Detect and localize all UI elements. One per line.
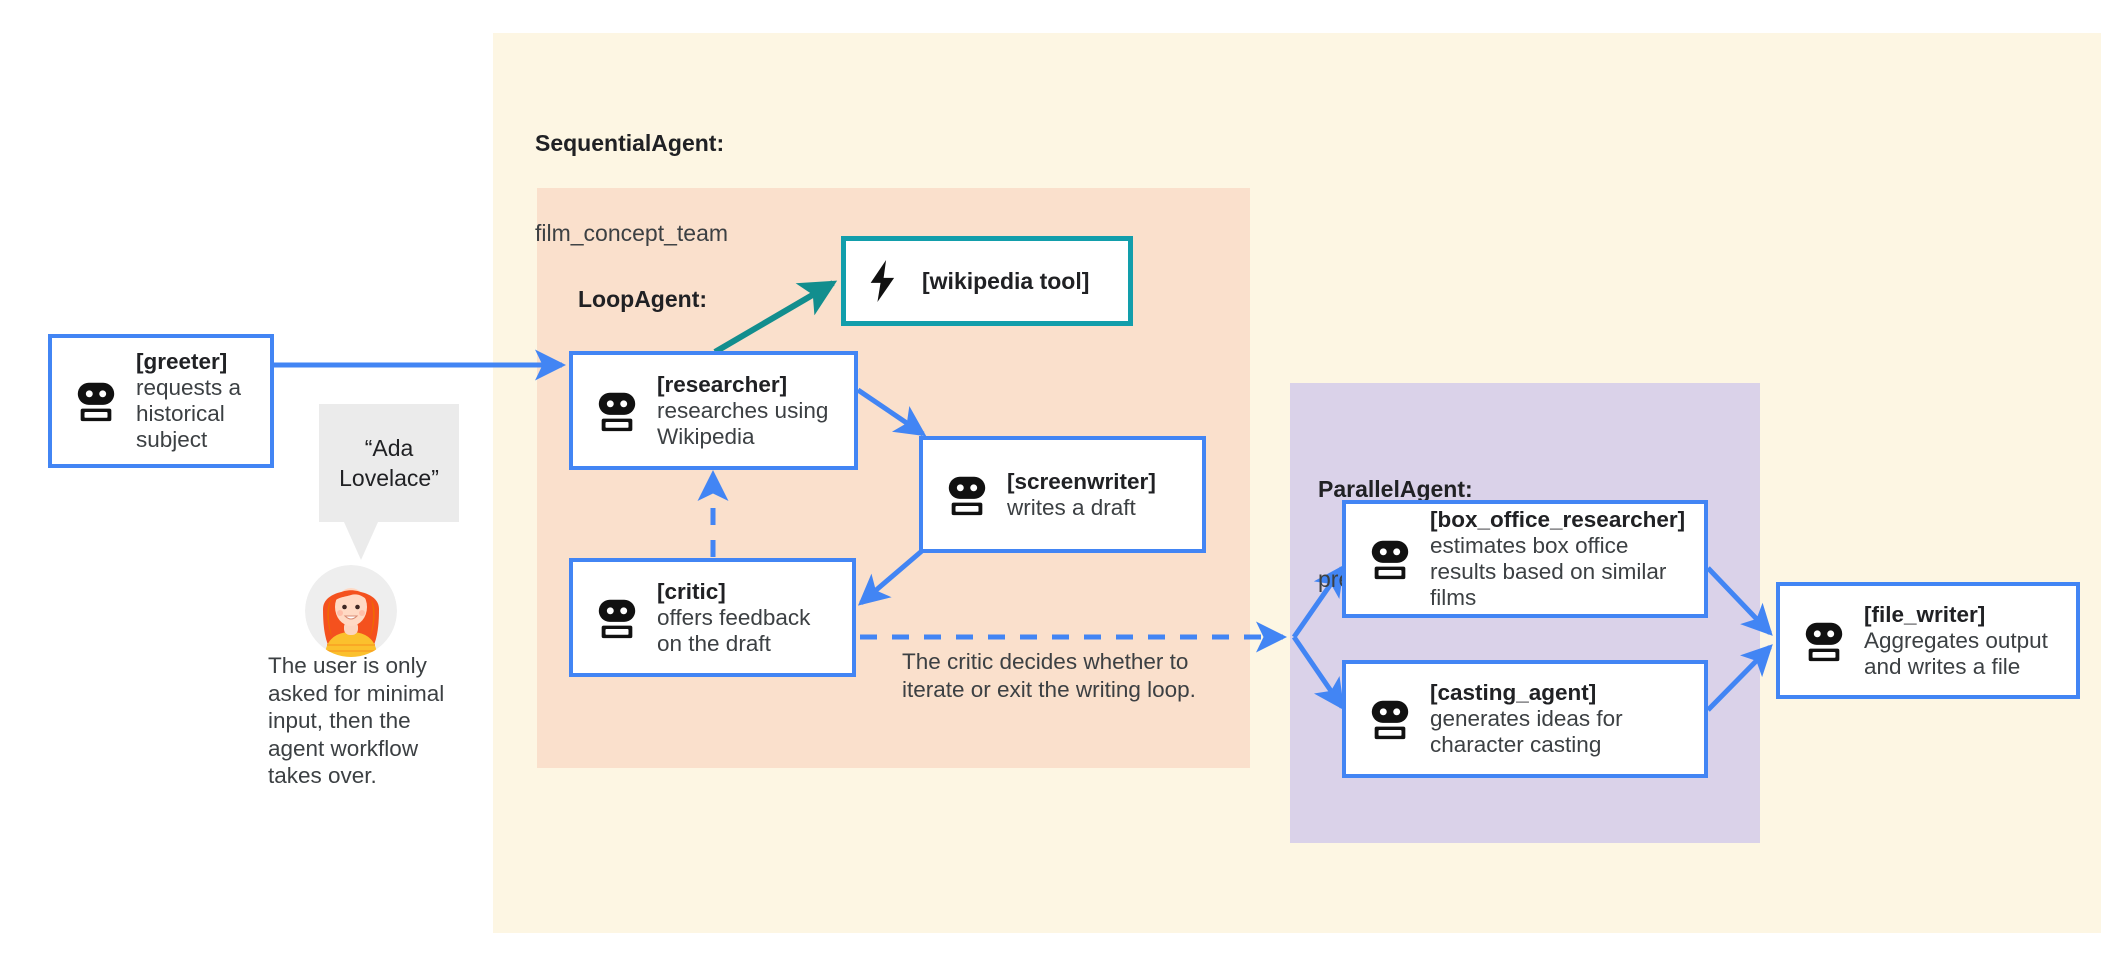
node-file-writer[interactable]: [file_writer] Aggregates output and writ… bbox=[1776, 582, 2080, 699]
node-wikipedia-tool-text: [wikipedia tool] bbox=[922, 268, 1114, 294]
node-file-writer-desc: Aggregates output and writes a file bbox=[1864, 627, 2048, 679]
loop-agent-type: LoopAgent: bbox=[578, 286, 708, 312]
node-box-office-researcher[interactable]: [box_office_researcher] estimates box of… bbox=[1342, 500, 1708, 618]
node-box-office-researcher-text: [box_office_researcher] estimates box of… bbox=[1430, 507, 1690, 611]
sequential-agent-label: SequentialAgent: film_concept_team bbox=[535, 68, 728, 308]
loop-decision-note: The critic decides whether to iterate or… bbox=[902, 649, 1196, 702]
node-casting-agent[interactable]: [casting_agent] generates ideas for char… bbox=[1342, 660, 1708, 778]
robot-icon bbox=[1362, 696, 1418, 742]
node-file-writer-text: [file_writer] Aggregates output and writ… bbox=[1864, 602, 2062, 680]
node-wikipedia-tool[interactable]: [wikipedia tool] bbox=[841, 236, 1133, 326]
node-file-writer-title: [file_writer] bbox=[1864, 601, 1986, 627]
node-screenwriter[interactable]: [screenwriter] writes a draft bbox=[919, 436, 1206, 553]
robot-icon bbox=[1362, 536, 1418, 582]
sequential-agent-name: film_concept_team bbox=[535, 220, 729, 246]
node-critic-text: [critic] offers feedback on the draft bbox=[657, 579, 838, 657]
robot-icon bbox=[68, 378, 124, 424]
speech-bubble-text: “Ada Lovelace” bbox=[339, 435, 439, 491]
node-greeter-desc: requests a historical subject bbox=[136, 375, 242, 452]
node-researcher-desc: researches using Wikipedia bbox=[657, 397, 829, 449]
node-researcher-title: [researcher] bbox=[657, 371, 788, 397]
node-box-office-researcher-title: [box_office_researcher] bbox=[1430, 507, 1686, 532]
robot-icon bbox=[589, 388, 645, 434]
node-casting-agent-desc: generates ideas for character casting bbox=[1430, 706, 1623, 757]
robot-icon bbox=[589, 595, 645, 641]
node-screenwriter-text: [screenwriter] writes a draft bbox=[1007, 469, 1188, 521]
node-wikipedia-tool-title: [wikipedia tool] bbox=[922, 268, 1090, 294]
node-greeter[interactable]: [greeter] requests a historical subject bbox=[48, 334, 274, 468]
robot-icon bbox=[939, 472, 995, 518]
node-researcher[interactable]: [researcher] researches using Wikipedia bbox=[569, 351, 858, 470]
speech-bubble-tail bbox=[344, 522, 378, 560]
node-screenwriter-title: [screenwriter] bbox=[1007, 468, 1156, 494]
node-box-office-researcher-desc: estimates box office results based on si… bbox=[1430, 533, 1667, 610]
sequential-agent-type: SequentialAgent: bbox=[535, 130, 725, 156]
node-critic-desc: offers feedback on the draft bbox=[657, 604, 811, 656]
node-casting-agent-text: [casting_agent] generates ideas for char… bbox=[1430, 680, 1690, 758]
parallel-agent-type: ParallelAgent: bbox=[1318, 476, 1473, 502]
node-greeter-title: [greeter] bbox=[136, 349, 228, 374]
node-greeter-text: [greeter] requests a historical subject bbox=[136, 349, 256, 453]
speech-bubble: “Ada Lovelace” bbox=[319, 404, 459, 522]
user-avatar bbox=[305, 565, 397, 657]
node-critic-title: [critic] bbox=[657, 578, 726, 604]
user-caption: The user is only asked for minimal input… bbox=[268, 653, 445, 788]
node-researcher-text: [researcher] researches using Wikipedia bbox=[657, 372, 840, 450]
node-critic[interactable]: [critic] offers feedback on the draft bbox=[569, 558, 856, 677]
robot-icon bbox=[1796, 618, 1852, 664]
node-casting-agent-title: [casting_agent] bbox=[1430, 680, 1597, 705]
lightning-bolt-icon bbox=[862, 260, 904, 302]
node-screenwriter-desc: writes a draft bbox=[1007, 494, 1136, 520]
